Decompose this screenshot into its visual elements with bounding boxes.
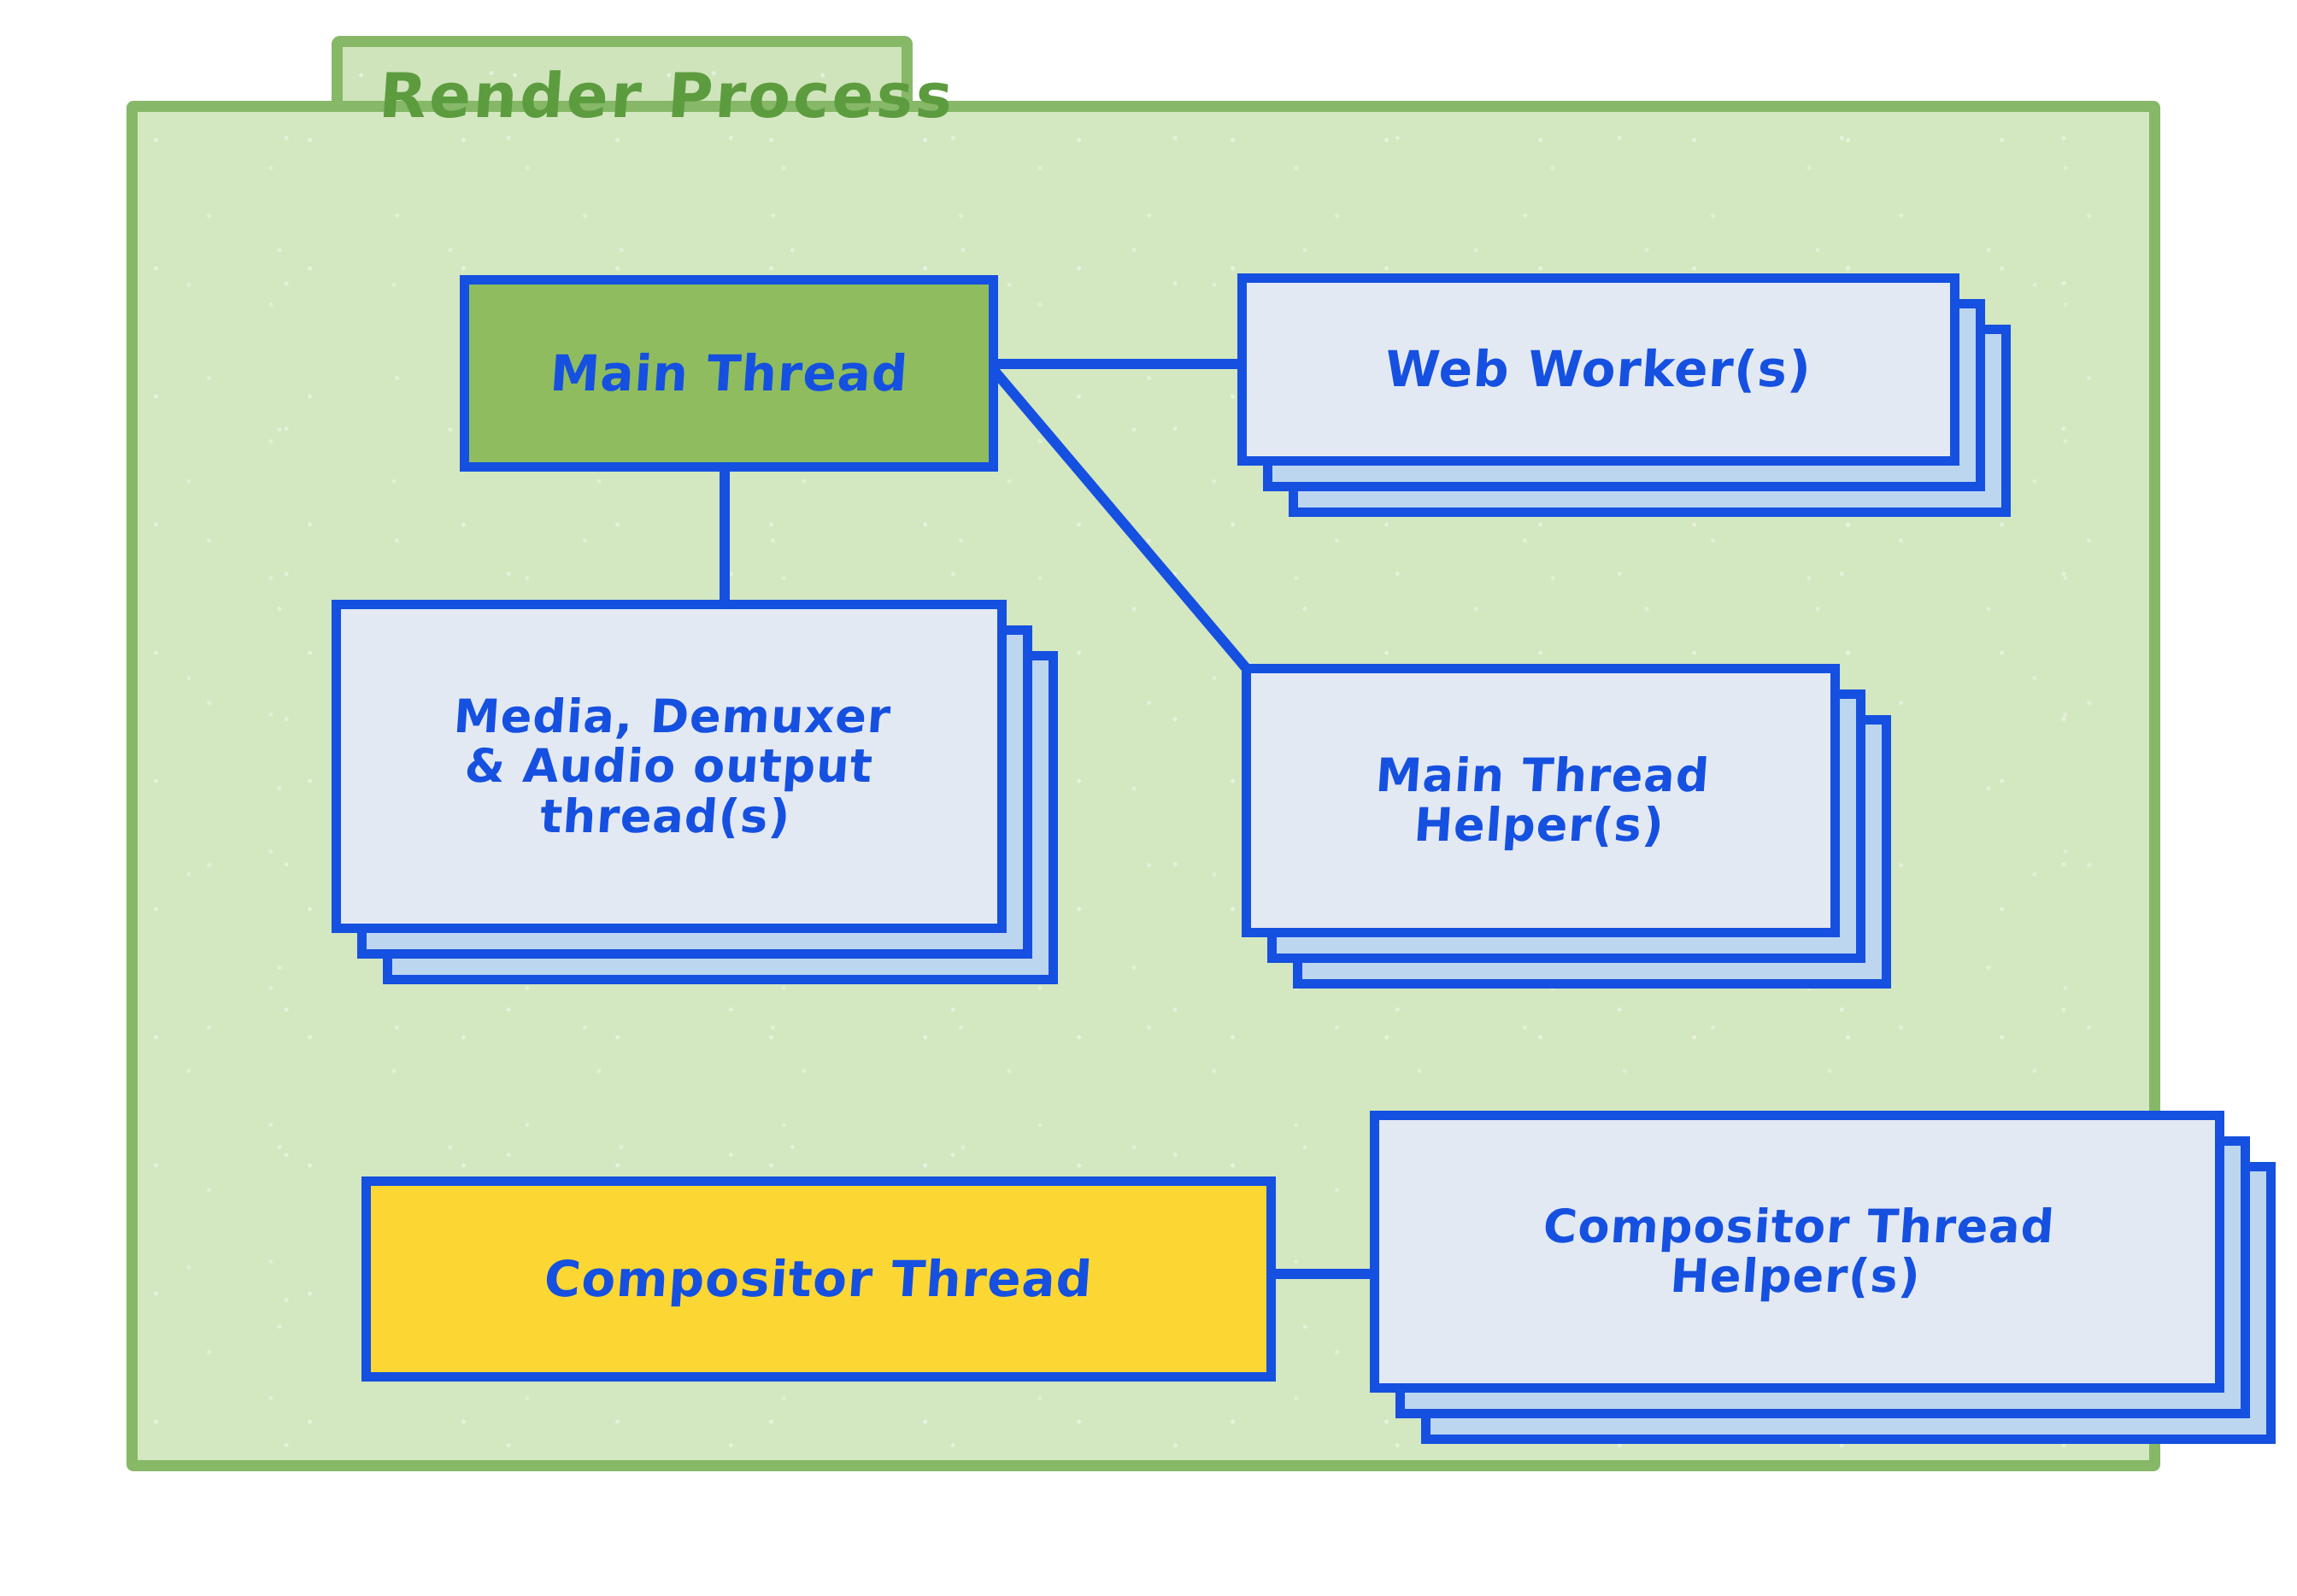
connector-compositor-thread-to-helper xyxy=(1267,1269,1378,1279)
node-main-thread[interactable]: Main Thread xyxy=(460,275,998,472)
node-media-demuxer-audio-thread-label: Media, Demuxer & Audio output thread(s) xyxy=(452,689,894,843)
node-compositor-thread-label: Compositor Thread xyxy=(542,1249,1096,1308)
connector-main-thread-to-web-worker xyxy=(990,359,1246,369)
connector-main-thread-to-main-thread-helper xyxy=(985,361,1255,678)
node-media-demuxer-audio-thread[interactable]: Media, Demuxer & Audio output thread(s) xyxy=(332,600,1007,933)
node-compositor-thread-helper-label: Compositor Thread Helper(s) xyxy=(1541,1199,2057,1303)
render-process-title: Render Process xyxy=(377,60,958,132)
node-web-worker[interactable]: Web Worker(s) xyxy=(1237,273,1959,466)
node-compositor-thread[interactable]: Compositor Thread xyxy=(361,1176,1276,1382)
node-main-thread-helper-label: Main Thread Helper(s) xyxy=(1373,748,1712,852)
connector-main-thread-to-media-thread xyxy=(720,463,730,608)
node-main-thread-helper[interactable]: Main Thread Helper(s) xyxy=(1242,664,1840,937)
node-web-worker-label: Web Worker(s) xyxy=(1383,340,1814,399)
node-main-thread-label: Main Thread xyxy=(548,343,910,402)
node-compositor-thread-helper[interactable]: Compositor Thread Helper(s) xyxy=(1370,1111,2224,1393)
render-process-container: Render Process Web Worker(s) Main Thread… xyxy=(126,36,2276,1471)
